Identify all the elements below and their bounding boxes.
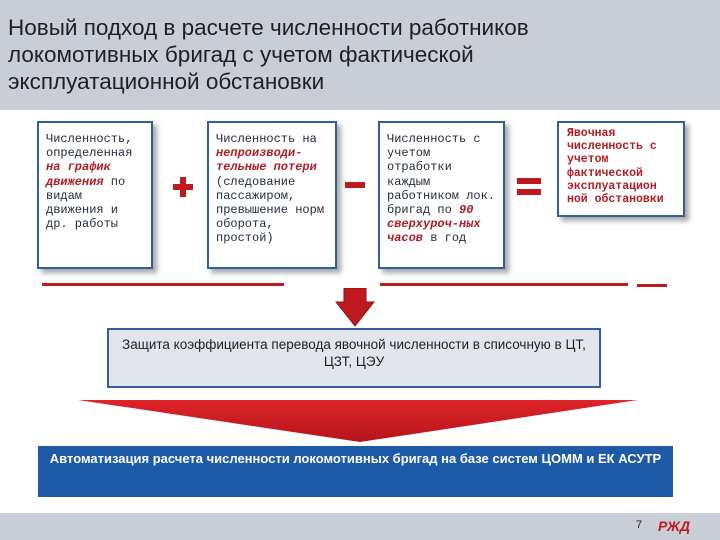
logo-text: РЖД bbox=[658, 518, 690, 534]
box-unproductive-losses: Численность на непроизводи-тельные потер… bbox=[207, 121, 337, 269]
protection-text: Защита коэффициента перевода явочной чис… bbox=[122, 337, 586, 369]
slide-title: Новый подход в расчете численности работ… bbox=[8, 14, 708, 95]
box-actual-headcount: Явочная численность с учетом фактической… bbox=[557, 121, 685, 217]
page-number: 7 bbox=[636, 519, 643, 531]
rzd-logo-icon: РЖД bbox=[658, 518, 690, 534]
red-divider-end bbox=[637, 284, 667, 287]
box1-emphasis: на график движения bbox=[46, 160, 111, 189]
plus-icon-vertical bbox=[180, 177, 186, 197]
title-line-3: эксплуатационной обстановки bbox=[8, 69, 325, 94]
box3-text-1: Численность с учетом отработки каждым ра… bbox=[387, 132, 496, 218]
automation-text: Автоматизация расчета численности локомо… bbox=[49, 451, 662, 466]
red-divider-right bbox=[380, 283, 628, 286]
equals-icon bbox=[517, 178, 541, 184]
red-divider-left bbox=[42, 283, 284, 286]
title-bar bbox=[0, 0, 720, 110]
equals-icon-lower bbox=[517, 189, 541, 195]
box-schedule-headcount: Численность, определенная на график движ… bbox=[37, 121, 153, 269]
box-overtime-hours: Численность с учетом отработки каждым ра… bbox=[378, 121, 505, 269]
title-line-1: Новый подход в расчете численности работ… bbox=[8, 15, 529, 40]
box3-text-2: в год bbox=[423, 231, 467, 246]
minus-icon bbox=[345, 182, 365, 188]
box2-emphasis: непроизводи-тельные потери bbox=[216, 146, 317, 175]
footer-bar bbox=[0, 513, 720, 540]
title-line-2: локомотивных бригад с учетом фактической bbox=[8, 42, 474, 67]
box1-text-2: по видам движения и др. работы bbox=[46, 174, 126, 232]
box1-text-1: Численность, определенная bbox=[46, 132, 133, 161]
down-arrow-icon bbox=[335, 288, 375, 327]
box2-text-1: Численность на bbox=[216, 132, 317, 146]
box2-text-2: (следование пассажиром, превышение норм … bbox=[216, 174, 325, 246]
protection-box: Защита коэффициента перевода явочной чис… bbox=[107, 328, 601, 388]
funnel-arrow-icon bbox=[78, 400, 638, 442]
automation-banner: Автоматизация расчета численности локомо… bbox=[38, 446, 673, 497]
box3-emphasis: 90 сверхуроч-ных часов bbox=[387, 203, 481, 246]
box4-text: Явочная численность с учетом фактической… bbox=[567, 127, 664, 207]
